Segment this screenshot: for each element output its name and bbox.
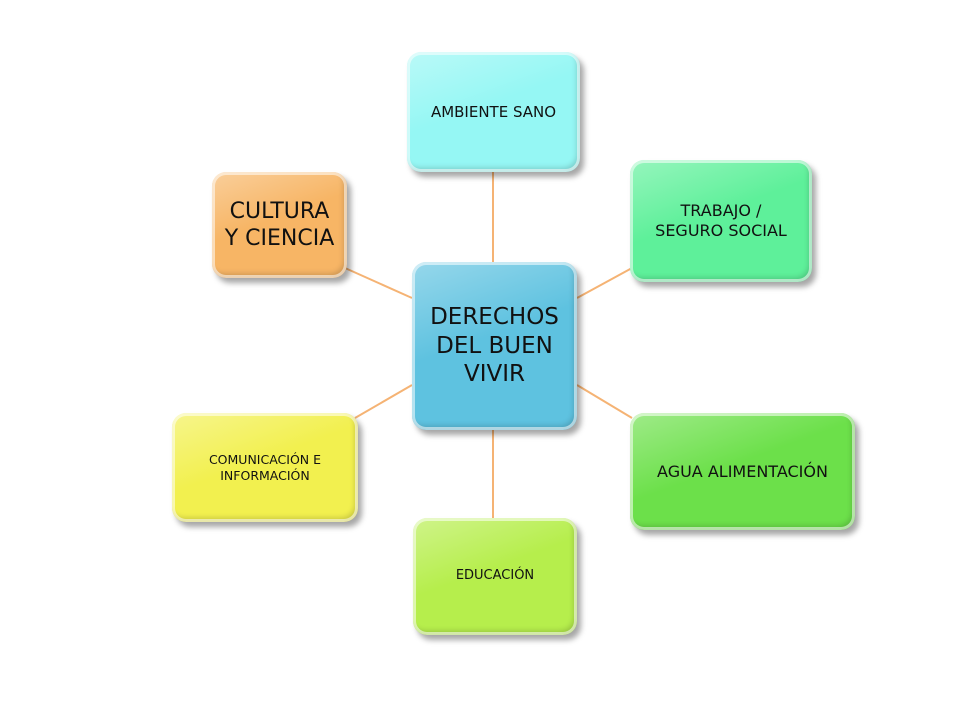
node-label: EDUCACIÓN [455, 568, 535, 584]
node-educacion: EDUCACIÓN [413, 518, 577, 635]
connector-trabajo [576, 267, 633, 299]
node-cultura: CULTURA Y CIENCIA [212, 172, 347, 278]
node-label: AGUA ALIMENTACIÓN [657, 461, 828, 481]
node-ambiente-sano: AMBIENTE SANO [407, 52, 580, 172]
node-label: CULTURA Y CIENCIA [224, 198, 335, 252]
connector-cultura [344, 267, 413, 299]
node-agua: AGUA ALIMENTACIÓN [630, 413, 855, 530]
center-label: DERECHOS DEL BUEN VIVIR [430, 303, 559, 388]
node-label: AMBIENTE SANO [430, 102, 557, 121]
node-comunicacion: COMUNICACIÓN E INFORMACIÓN [172, 413, 358, 522]
center-node: DERECHOS DEL BUEN VIVIR [412, 262, 577, 430]
node-label: TRABAJO / SEGURO SOCIAL [655, 201, 787, 240]
node-label: COMUNICACIÓN E INFORMACIÓN [208, 451, 322, 483]
node-trabajo: TRABAJO / SEGURO SOCIAL [630, 160, 812, 282]
connector-comunicacion [354, 384, 413, 419]
connector-agua [576, 384, 633, 419]
